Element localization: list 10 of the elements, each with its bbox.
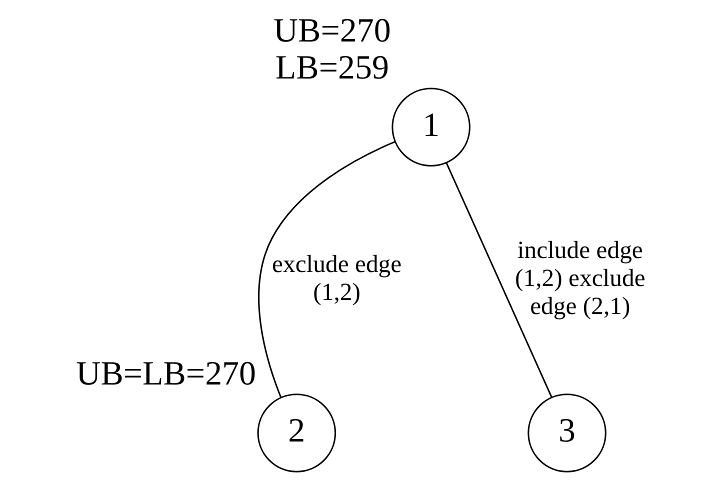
- node-label: UB=LB=270: [76, 356, 256, 393]
- node-label: UB=270: [273, 12, 390, 50]
- connector: [445, 162, 552, 398]
- node-circle: 2: [256, 394, 336, 472]
- node-circle: 3: [527, 394, 606, 472]
- edge-label: exclude edge (1,2): [272, 251, 402, 306]
- edge-label: include edge (1,2) exclude edge (2,1): [514, 237, 645, 320]
- node-circle: 1: [391, 88, 470, 167]
- connector: [258, 141, 395, 398]
- node-label: LB=259: [274, 50, 388, 87]
